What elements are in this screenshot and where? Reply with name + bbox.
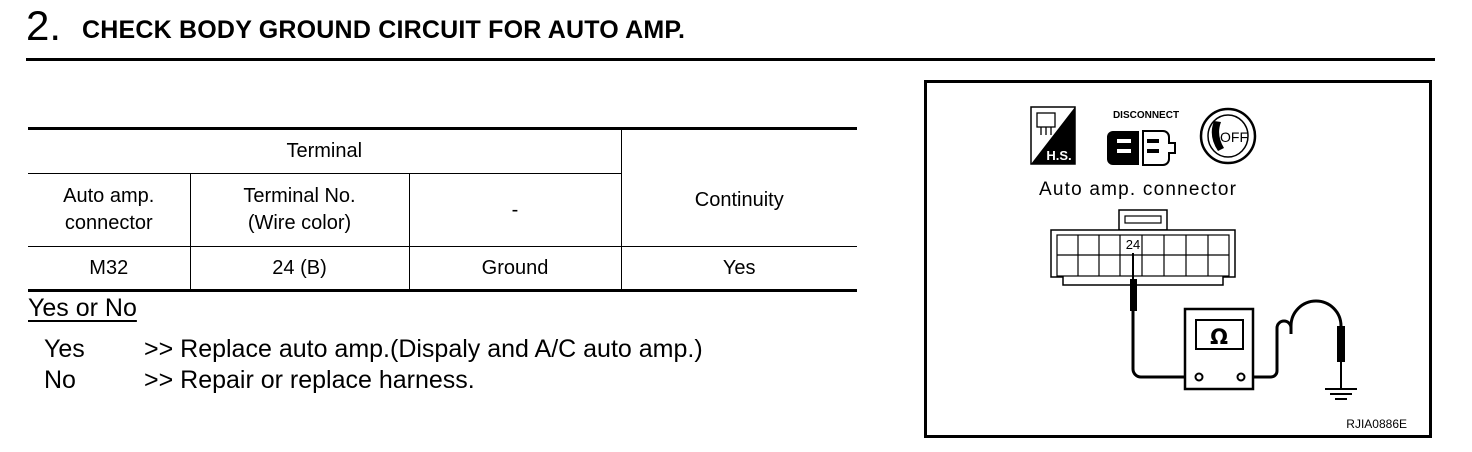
yes-key: Yes (44, 335, 85, 363)
diagram-svg: H.S. DISCONNECT OFF (1030, 106, 1357, 400)
connector-cell: M32 (28, 246, 191, 292)
terminal-group-header: Terminal (28, 127, 622, 174)
connector-diagram: H.S. DISCONNECT OFF (924, 80, 1432, 438)
ignition-label: OFF (1220, 129, 1248, 145)
dash-header: - (409, 173, 622, 247)
ignition-off-icon: OFF (1199, 107, 1257, 165)
disconnect-icon: DISCONNECT (1107, 110, 1179, 166)
ground-cell: Ground (409, 246, 622, 292)
ohmmeter-icon: Ω (1183, 307, 1255, 391)
header-divider (26, 58, 1435, 61)
continuity-cell: Yes (621, 246, 857, 292)
ohm-symbol: Ω (1210, 325, 1228, 349)
pin-24-label: 24 (1126, 237, 1140, 252)
connector-label: Auto amp. connector (1039, 179, 1238, 200)
connector-header: Auto amp. connector (28, 173, 191, 247)
step-title: CHECK BODY GROUND CIRCUIT FOR AUTO AMP. (82, 16, 686, 44)
step-header: 2. CHECK BODY GROUND CIRCUIT FOR AUTO AM… (26, 2, 1438, 52)
hs-label: H.S. (1046, 148, 1071, 163)
harness-side-icon: H.S. (1030, 106, 1076, 165)
figure-ref-code: RJIA0886E (1346, 417, 1407, 431)
yes-answer: Yes >> Replace auto amp.(Dispaly and A/C … (44, 334, 703, 365)
terminal-no-header: Terminal No. (Wire color) (190, 173, 410, 247)
auto-amp-connector: 24 (1050, 209, 1236, 286)
step-number: 2. (26, 2, 62, 49)
no-action: >> Repair or replace harness. (144, 366, 475, 394)
continuity-header: Continuity (621, 127, 857, 247)
terminal-cell: 24 (B) (190, 246, 410, 292)
no-key: No (44, 366, 76, 394)
yes-action: >> Replace auto amp.(Dispaly and A/C aut… (144, 335, 703, 363)
yes-or-no-title: Yes or No (28, 294, 137, 322)
no-answer: No >> Repair or replace harness. (44, 365, 475, 396)
disconnect-label: DISCONNECT (1113, 110, 1179, 121)
terminal-table: Terminal Continuity Auto amp. connector … (28, 127, 857, 292)
